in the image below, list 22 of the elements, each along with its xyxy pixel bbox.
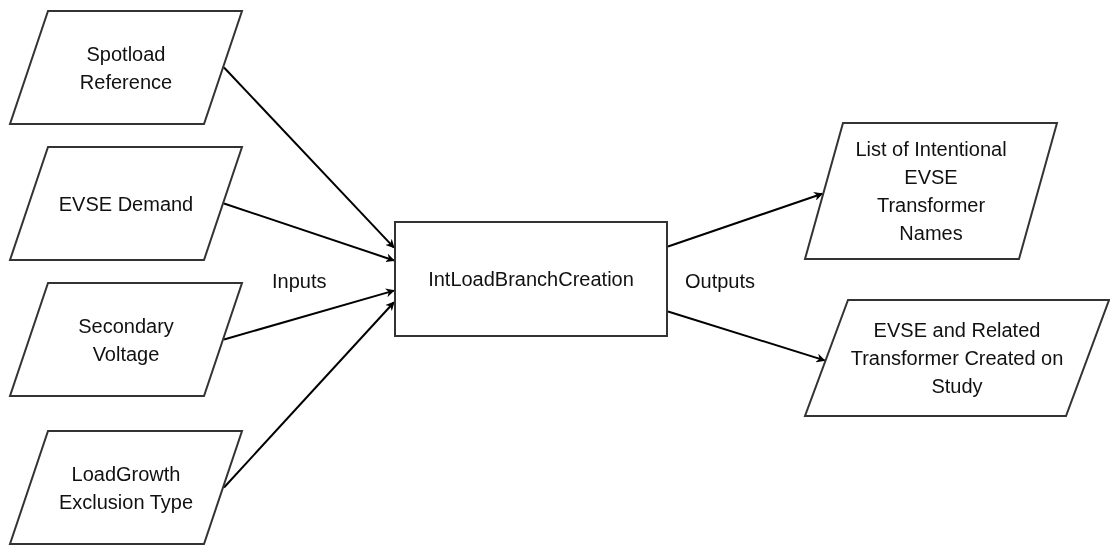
node-label: Spotload Reference <box>78 41 174 95</box>
flow-label: Outputs <box>685 270 756 293</box>
data-parallelogram <box>9 10 243 125</box>
node-label: EVSE Demand <box>58 191 194 217</box>
process-box <box>394 221 668 337</box>
arrow <box>667 192 824 248</box>
data-parallelogram <box>804 122 1058 260</box>
data-parallelogram <box>804 299 1110 417</box>
arrow <box>223 301 395 489</box>
arrow <box>667 310 826 363</box>
flow-label: Inputs <box>272 270 327 293</box>
node-label: List of Intentional EVSE Transformer Names <box>854 137 1008 246</box>
data-parallelogram <box>9 430 243 545</box>
arrow <box>223 66 395 249</box>
node-label: IntLoadBranchCreation <box>428 267 634 292</box>
node-label: LoadGrowth Exclusion Type <box>57 461 195 515</box>
node-label: Secondary Voltage <box>77 313 175 367</box>
data-parallelogram <box>9 146 243 261</box>
arrow <box>223 202 395 263</box>
data-parallelogram <box>9 282 243 397</box>
arrow <box>223 288 395 341</box>
node-label: EVSE and Related Transformer Created on Study <box>849 318 1065 399</box>
